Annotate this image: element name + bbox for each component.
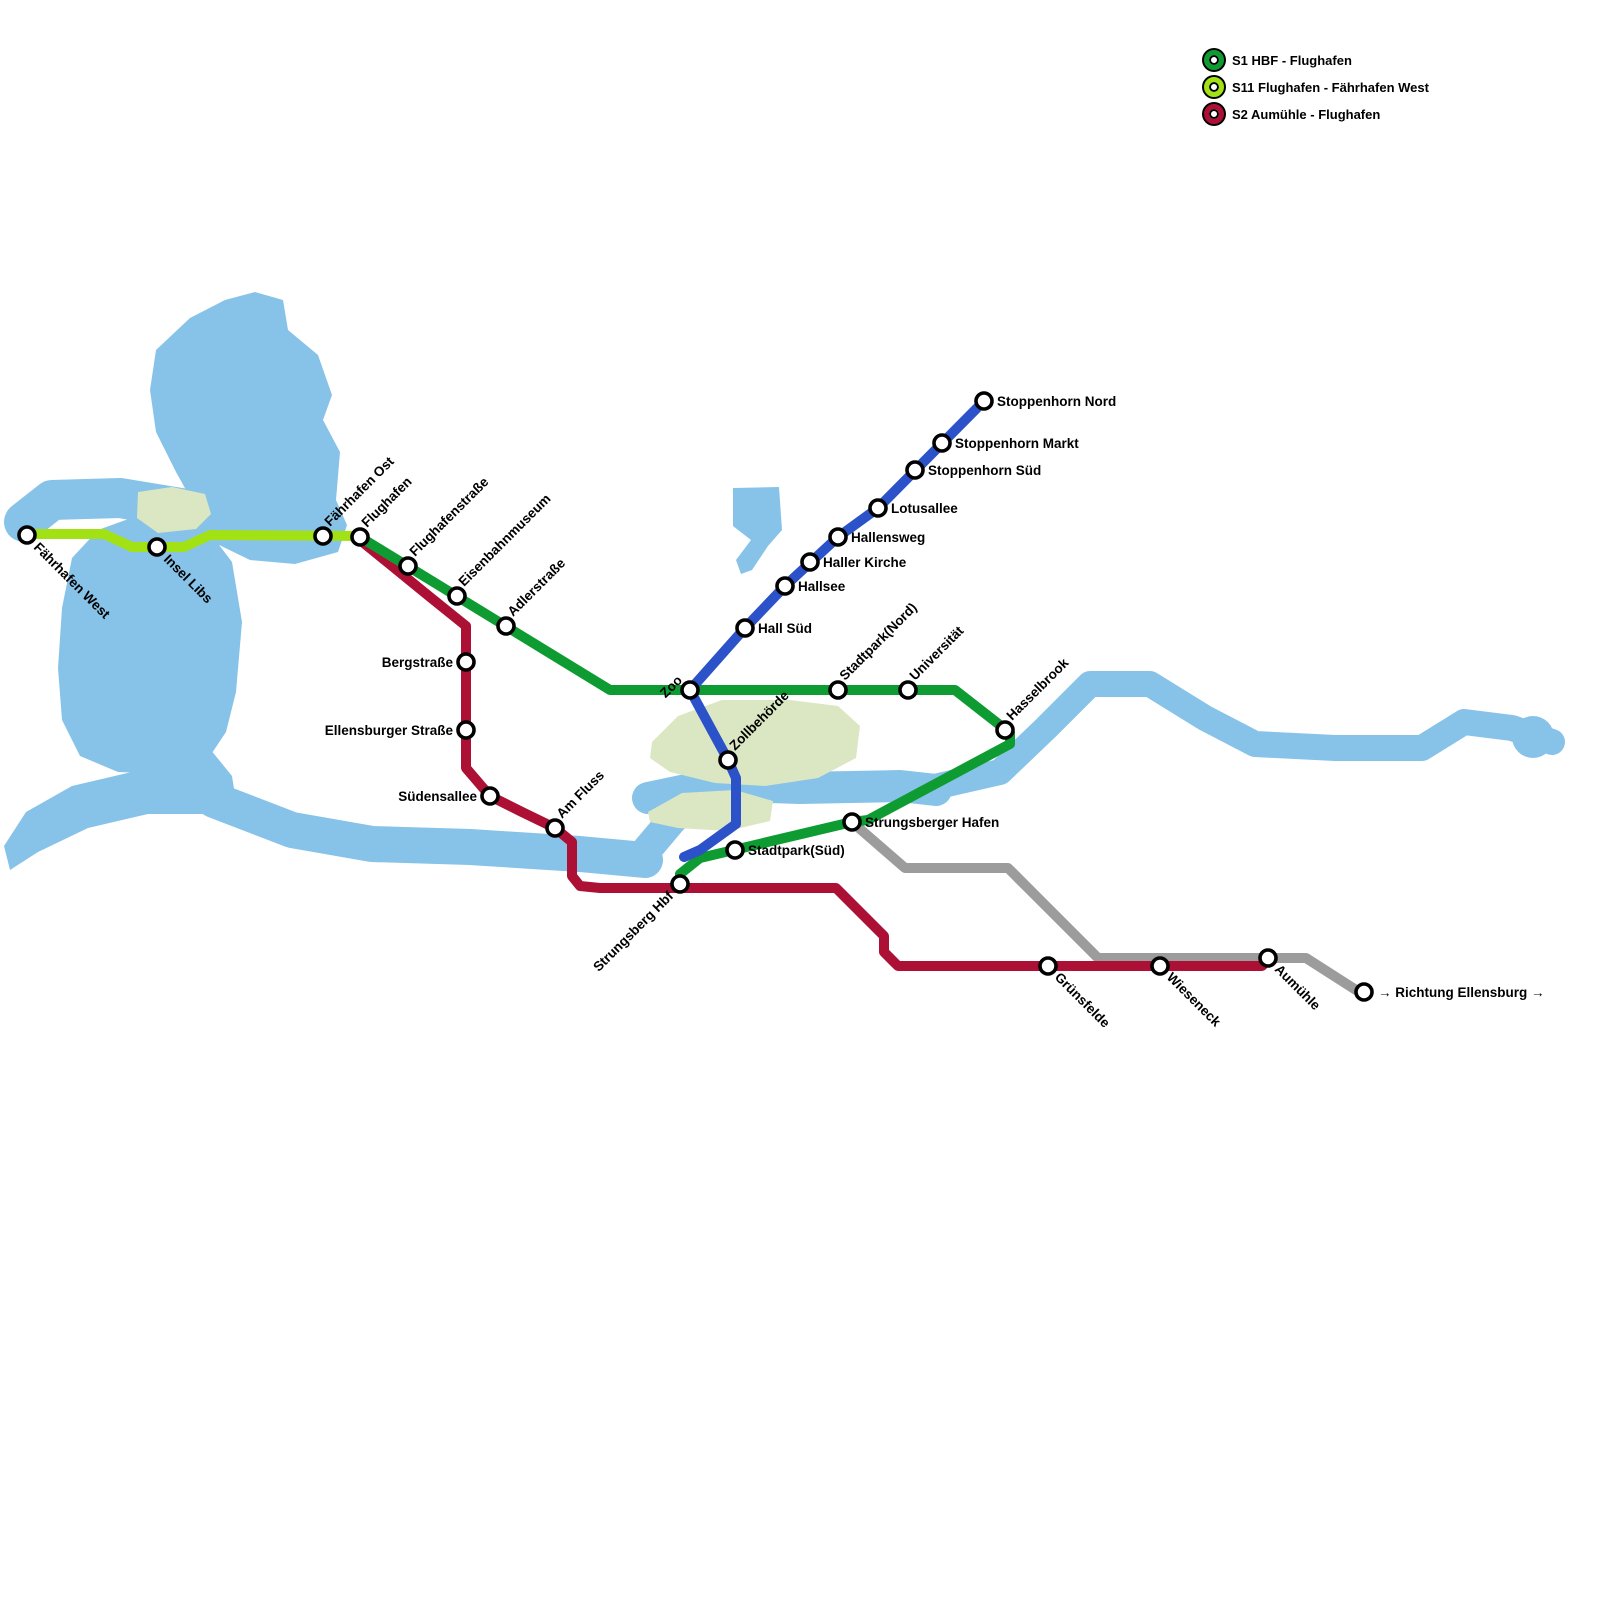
- station-label: Hallensweg: [851, 530, 925, 545]
- legend-item-label: S11 Flughafen - Fährhafen West: [1232, 79, 1429, 95]
- station-marker[interactable]: [828, 680, 848, 700]
- legend-item-s1: S1 HBF - Flughafen: [1204, 50, 1429, 70]
- legend: S1 HBF - Flughafen S11 Flughafen - Fährh…: [1204, 50, 1429, 124]
- station-label: Bergstraße: [382, 655, 454, 670]
- station-marker[interactable]: [995, 720, 1015, 740]
- station-marker[interactable]: [905, 460, 925, 480]
- station-lotusallee: Lotusallee: [868, 498, 958, 518]
- station-marker[interactable]: [398, 556, 418, 576]
- station-label: → Richtung Ellensburg →: [1378, 985, 1545, 1000]
- station-am-fluss: Am Fluss: [545, 768, 608, 838]
- station-label: Zoo: [657, 673, 685, 701]
- station-marker[interactable]: [718, 750, 738, 770]
- station-stoppenhorn-nord: Stoppenhorn Nord: [974, 391, 1116, 411]
- station-zoo: Zoo: [657, 673, 700, 701]
- station-label: Flughafenstraße: [407, 474, 492, 559]
- station-marker[interactable]: [828, 527, 848, 547]
- station-hallensweg: Hallensweg: [828, 527, 925, 547]
- station-label: Südensallee: [398, 789, 477, 804]
- station-label: Stoppenhorn Süd: [928, 463, 1041, 478]
- station-marker[interactable]: [456, 720, 476, 740]
- line-s1: [355, 532, 1015, 893]
- legend-item-s2: S2 Aumühle - Flughafen: [1204, 104, 1429, 124]
- station-marker[interactable]: [313, 526, 333, 546]
- station-stoppenhorn-markt: Stoppenhorn Markt: [932, 433, 1079, 453]
- station-marker[interactable]: [1354, 982, 1374, 1002]
- water-lake-middle: [58, 514, 242, 774]
- station-hallsee: Hallsee: [775, 576, 846, 596]
- station-strungsberger-hafen: Strungsberger Hafen: [842, 812, 999, 832]
- station-marker[interactable]: [456, 652, 476, 672]
- water-southwest-arm: [4, 744, 236, 870]
- station-suedensallee: Südensallee: [398, 786, 500, 806]
- station-label: Am Fluss: [554, 768, 608, 822]
- station-marker[interactable]: [800, 552, 820, 572]
- station-marker[interactable]: [480, 786, 500, 806]
- station-label: Universität: [907, 623, 967, 683]
- water-river-central: [632, 769, 952, 814]
- station-label: Strungsberger Hafen: [865, 815, 999, 830]
- station-richtung-ellensburg: → Richtung Ellensburg →: [1354, 982, 1545, 1002]
- station-marker[interactable]: [17, 525, 37, 545]
- station-label: Hallsee: [798, 579, 846, 594]
- station-label: Strungsberg Hbf: [590, 888, 676, 974]
- station-label: Stadtpark(Süd): [748, 843, 845, 858]
- legend-item-s11: S11 Flughafen - Fährhafen West: [1204, 77, 1429, 97]
- station-bergstrasse: Bergstraße: [382, 652, 476, 672]
- station-stoppenhorn-sued: Stoppenhorn Süd: [905, 460, 1041, 480]
- station-marker[interactable]: [775, 576, 795, 596]
- station-label: Adlerstraße: [505, 555, 569, 619]
- park-central-lower: [648, 790, 773, 831]
- station-haller-kirche: Haller Kirche: [800, 552, 907, 572]
- station-adlerstrasse: Adlerstraße: [496, 555, 569, 636]
- legend-item-label: S1 HBF - Flughafen: [1232, 52, 1352, 68]
- station-label: Hall Süd: [758, 621, 812, 636]
- station-stadtpark-sued: Stadtpark(Süd): [725, 840, 845, 860]
- station-marker[interactable]: [842, 812, 862, 832]
- station-label: Ellensburger Straße: [325, 723, 454, 738]
- station-label: Grünsfelde: [1052, 970, 1113, 1031]
- water-river-west: [196, 782, 663, 878]
- station-label: Stoppenhorn Nord: [997, 394, 1116, 409]
- station-label: Wieseneck: [1164, 970, 1224, 1030]
- station-marker[interactable]: [447, 586, 467, 606]
- line-badge-icon: [1204, 50, 1224, 70]
- station-marker[interactable]: [1150, 956, 1170, 976]
- line-badge-icon: [1204, 104, 1224, 124]
- station-marker[interactable]: [545, 818, 565, 838]
- station-marker[interactable]: [1038, 956, 1058, 976]
- station-marker[interactable]: [670, 874, 690, 894]
- station-marker[interactable]: [680, 680, 700, 700]
- station-marker[interactable]: [735, 618, 755, 638]
- park-insel-libs: [137, 487, 211, 533]
- station-marker[interactable]: [868, 498, 888, 518]
- station-label: Lotusallee: [891, 501, 958, 516]
- legend-item-label: S2 Aumühle - Flughafen: [1232, 106, 1381, 122]
- station-marker[interactable]: [1258, 948, 1278, 968]
- water-pond-north-center: [733, 487, 782, 574]
- station-label: Stoppenhorn Markt: [955, 436, 1079, 451]
- station-marker[interactable]: [147, 537, 167, 557]
- station-marker[interactable]: [350, 527, 370, 547]
- line-badge-icon: [1204, 77, 1224, 97]
- station-marker[interactable]: [974, 391, 994, 411]
- water-river-east-pool: [1512, 716, 1554, 758]
- station-marker[interactable]: [932, 433, 952, 453]
- station-ellensburger-strasse: Ellensburger Straße: [325, 720, 476, 740]
- station-hall-sued: Hall Süd: [735, 618, 812, 638]
- station-label: Haller Kirche: [823, 555, 907, 570]
- water-river-east: [917, 671, 1565, 801]
- station-marker[interactable]: [725, 840, 745, 860]
- station-marker[interactable]: [898, 680, 918, 700]
- station-marker[interactable]: [496, 616, 516, 636]
